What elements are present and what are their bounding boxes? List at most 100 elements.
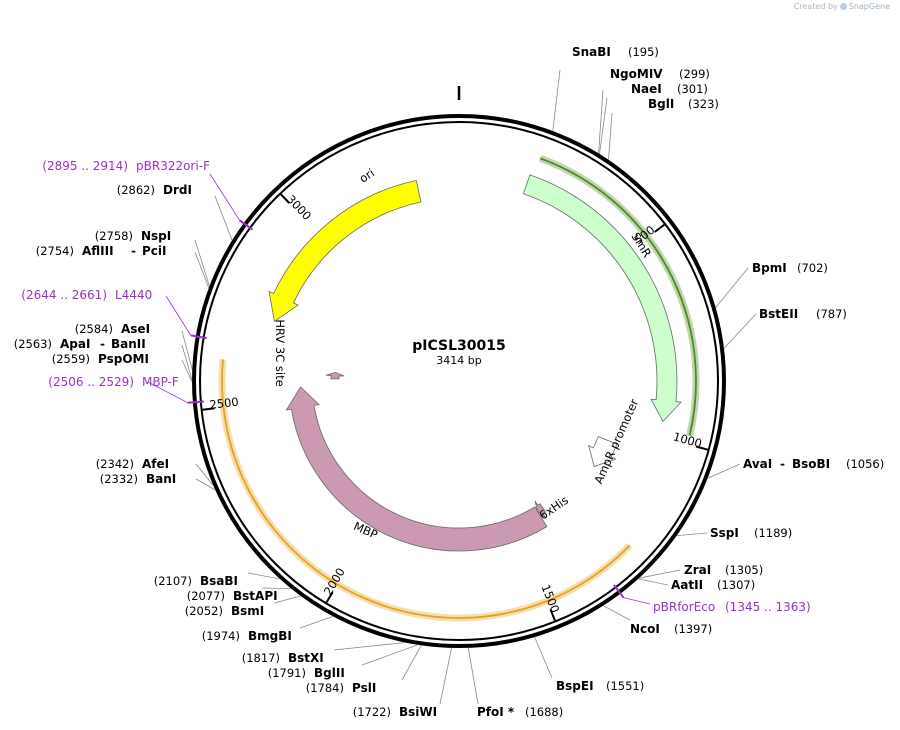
primer-leader-line <box>623 597 651 605</box>
enzyme-banii: BanII <box>111 337 146 351</box>
credit-brand: SnapGene <box>848 2 890 11</box>
enzyme-leader-line <box>676 532 708 536</box>
enzyme-bmgbi-position: (1974) <box>202 629 240 643</box>
enzyme-apai: ApaI <box>60 337 90 351</box>
enzyme-naei: NaeI <box>631 82 662 96</box>
feature-6xhis <box>534 500 547 519</box>
enzyme-leader-line <box>194 239 210 287</box>
enzyme-pspomi-position: (2559) <box>52 352 90 366</box>
enzyme-afliii-position: (2754) <box>36 244 74 258</box>
enzyme-leader-line <box>273 595 301 604</box>
feature-label-ori: ori <box>357 166 377 186</box>
enzyme-leader-line <box>247 572 280 580</box>
primer-leader-line <box>147 381 189 404</box>
tick-2000 <box>325 591 334 603</box>
enzyme-bglii: BglII <box>314 666 345 680</box>
enzyme-snabi: SnaBI <box>572 45 611 59</box>
enzyme-leader-line <box>214 195 233 241</box>
tick-3000 <box>280 193 290 204</box>
backbone <box>192 86 726 648</box>
enzyme-leader-line <box>638 578 669 586</box>
enzyme-sspi: SspI <box>710 526 739 540</box>
tick-label-2500: 2500 <box>209 395 240 412</box>
enzyme-afliii-dash: - <box>131 244 136 258</box>
enzyme-bglii-position: (1791) <box>268 666 306 680</box>
primer-pbrforeco: pBRforEco <box>653 600 715 614</box>
enzyme-pfoi: PfoI * <box>477 705 515 719</box>
feature-smr <box>522 174 682 423</box>
enzyme-nspi-position: (2758) <box>95 229 133 243</box>
enzyme-ngomiv: NgoMIV <box>610 67 663 81</box>
enzyme-leader-line <box>361 644 419 666</box>
tick-500 <box>654 223 665 233</box>
enzyme-bsiwi: BsiWI <box>399 705 437 719</box>
enzyme-ngomiv-position: (299) <box>679 67 710 81</box>
feature-label-hrv-3c-site: HRV 3C site <box>273 319 287 386</box>
enzyme-bsteii-position: (787) <box>816 307 847 321</box>
primer-mark <box>239 219 254 231</box>
tick-1500 <box>549 609 556 621</box>
enzyme-drdi-position: (2862) <box>117 183 155 197</box>
enzyme-avai-position: (1056) <box>846 457 884 471</box>
enzyme-zrai-position: (1305) <box>725 563 763 577</box>
enzyme-bani-position: (2332) <box>100 472 138 486</box>
enzyme-bgli: BglI <box>648 97 674 111</box>
orange-orf-line <box>221 359 631 619</box>
primer-mark <box>187 400 204 404</box>
primer-pbr322ori-f: pBR322ori-F <box>136 159 210 173</box>
enzyme-pfoi-position: (1688) <box>525 705 563 719</box>
primer-leader-line <box>165 295 192 336</box>
enzyme-leader-line <box>195 478 216 491</box>
snapgene-credit: Created by SnapGene <box>794 2 890 11</box>
primer-mbp-f: MBP-F <box>142 375 179 389</box>
enzyme-aatii: AatII <box>671 578 703 592</box>
enzyme-bstapi-position: (2077) <box>187 589 225 603</box>
enzyme-afei-position: (2342) <box>96 457 134 471</box>
enzyme-bsabi-position: (2107) <box>154 574 192 588</box>
enzyme-bspei: BspEI <box>556 679 594 693</box>
primer-mark <box>613 584 625 599</box>
enzyme-leader-line <box>598 89 604 154</box>
enzyme-sspi-position: (1189) <box>754 526 792 540</box>
enzyme-leader-line <box>638 569 681 579</box>
enzyme-bstapi: BstAPI <box>233 589 278 603</box>
enzyme-bstxi-position: (1817) <box>242 651 280 665</box>
enzyme-afliii: AflIII <box>82 244 114 258</box>
enzyme-bstxi: BstXI <box>288 651 324 665</box>
enzyme-aatii-position: (1307) <box>717 578 755 592</box>
enzyme-psli-position: (1784) <box>306 681 344 695</box>
tick-2500 <box>202 407 215 411</box>
credit-prefix: Created by <box>793 2 838 11</box>
enzyme-nspi: NspI <box>141 229 171 243</box>
primer-mbp-f-range: (2506 .. 2529) <box>48 375 134 389</box>
feature-label-6xhis: 6xHis <box>537 493 571 522</box>
enzyme-leader-line <box>534 636 553 679</box>
enzyme-asei-position: (2584) <box>75 322 113 336</box>
enzyme-leader-line <box>333 642 406 651</box>
enzyme-ncoi-position: (1397) <box>674 622 712 636</box>
primer-leader-line <box>209 173 240 221</box>
backbone-outer-circle <box>192 114 726 648</box>
enzyme-leader-line <box>181 344 193 380</box>
enzyme-avai-dash: - <box>780 457 785 471</box>
enzyme-apai-dash: - <box>100 337 105 351</box>
enzyme-bani: BanI <box>146 472 176 486</box>
plasmid-name: pICSL30015 <box>412 338 505 354</box>
enzyme-leader-line <box>261 587 291 589</box>
primer-l4440-range: (2644 .. 2661) <box>21 288 107 302</box>
tick-label-2000: 2000 <box>321 565 348 597</box>
enzyme-bsiwi-position: (1722) <box>353 705 391 719</box>
enzyme-leader-line <box>181 359 193 382</box>
enzyme-bmgbi: BmgBI <box>248 629 292 643</box>
enzyme-leader-line <box>608 112 613 160</box>
enzyme-leader-line <box>401 645 422 681</box>
enzyme-leader-line <box>552 69 561 132</box>
plasmid-length: 3414 bp <box>436 354 481 367</box>
enzyme-drdi: DrdI <box>163 183 192 197</box>
primer-l4440: L4440 <box>115 288 152 302</box>
enzyme-afei: AfeI <box>142 457 169 471</box>
enzyme-snabi-position: (195) <box>628 45 659 59</box>
backbone-inner-circle <box>199 121 719 641</box>
green-orf-line <box>539 157 697 436</box>
